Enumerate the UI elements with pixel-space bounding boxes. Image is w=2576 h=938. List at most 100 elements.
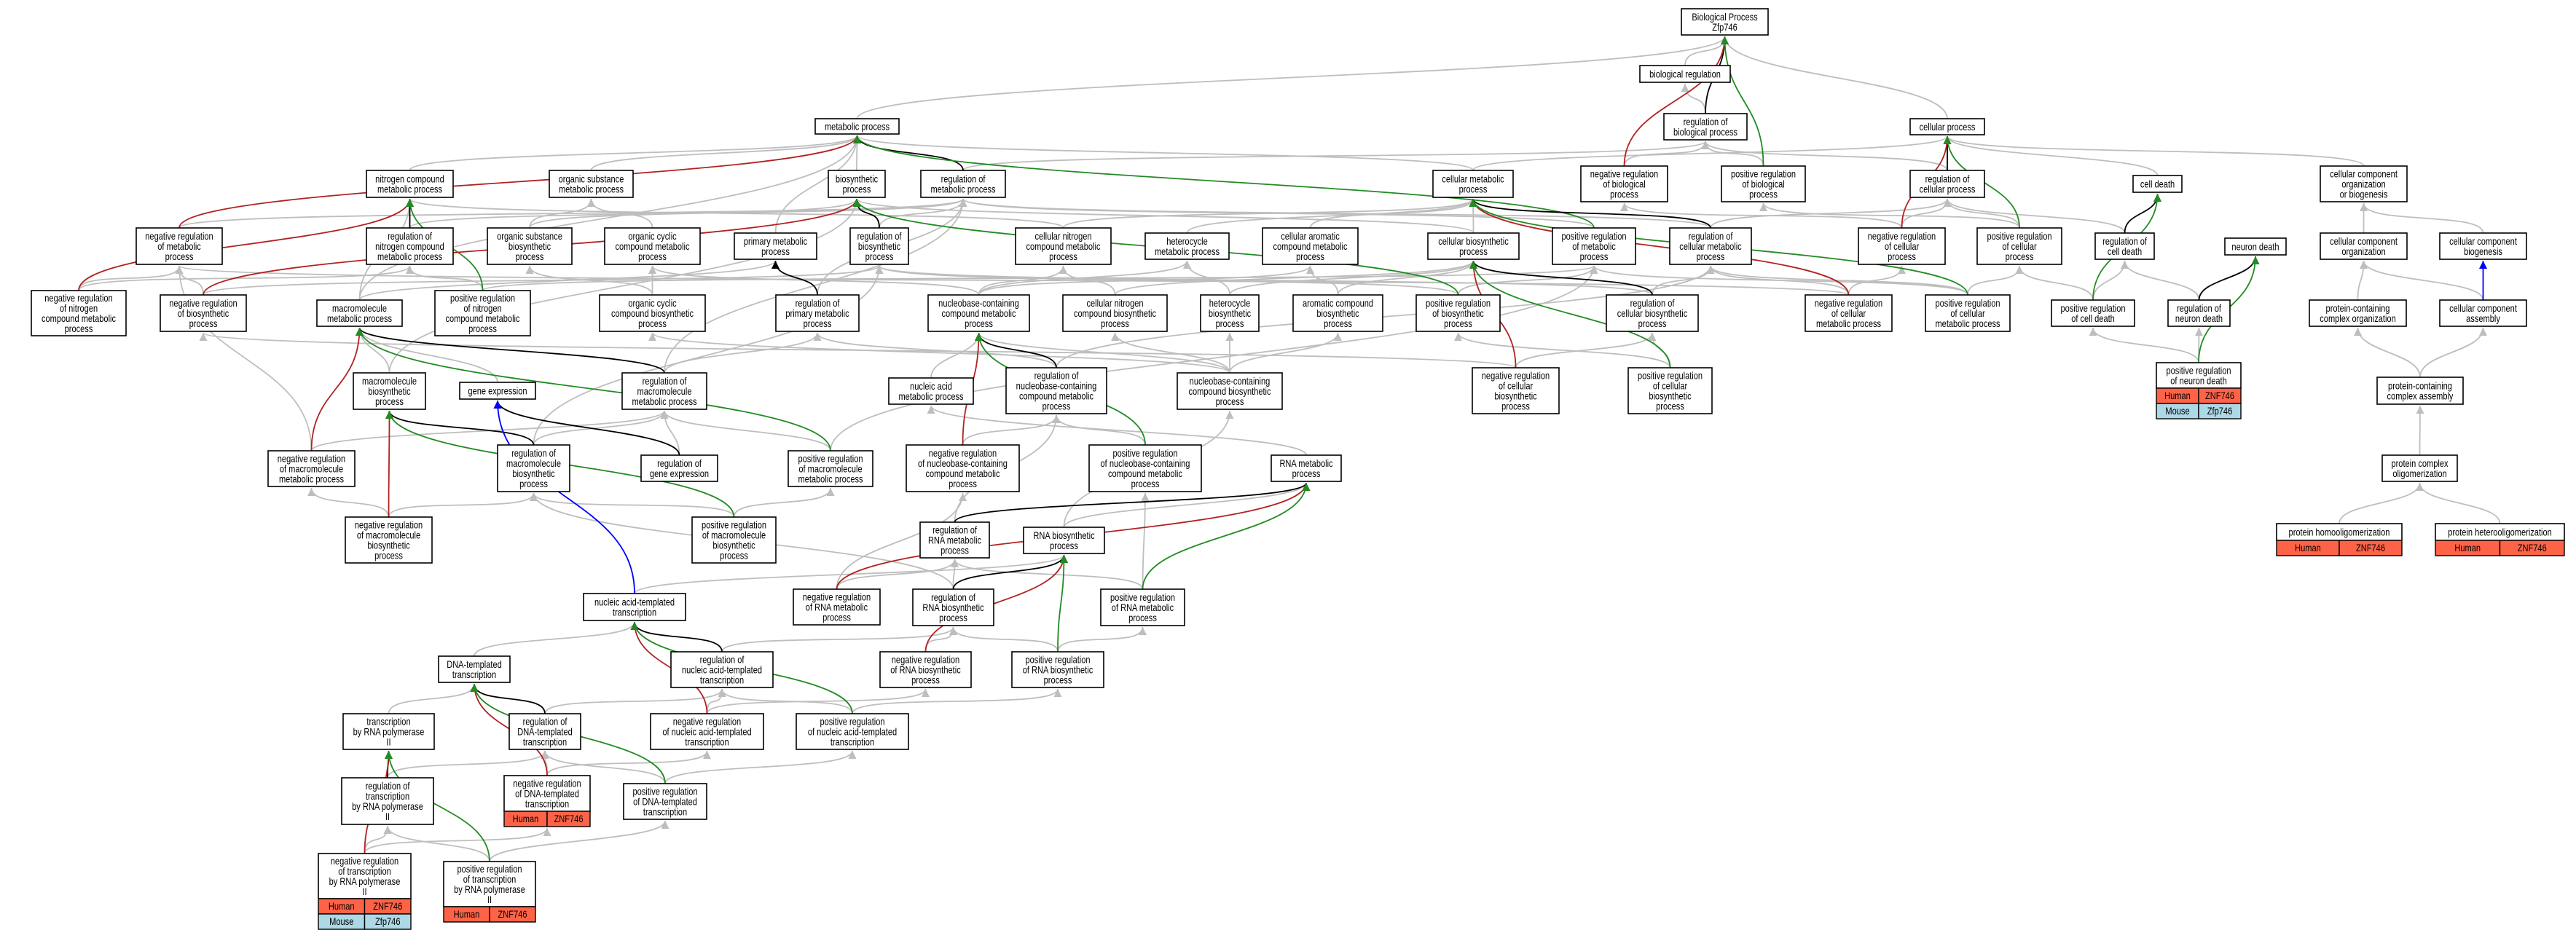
node-label-line: organic substance (497, 231, 562, 242)
go-term-node[interactable]: regulation ofnucleobase-containingcompou… (1005, 367, 1107, 414)
go-term-node[interactable]: metabolic process (814, 118, 900, 135)
node-label-line: Biological Process (1692, 12, 1757, 23)
go-term-node[interactable]: regulation ofmacromoleculebiosyntheticpr… (497, 444, 570, 492)
node-box (788, 450, 873, 487)
node-label-line: assembly (2466, 313, 2500, 324)
go-term-node[interactable]: gene expression (459, 382, 536, 400)
node-label-line: regulation of (511, 448, 556, 459)
node-label-line: biosynthetic (1649, 390, 1691, 401)
go-term-node[interactable]: cellular process (1909, 118, 1985, 135)
go-term-node[interactable]: cell death (2132, 175, 2183, 193)
go-term-node[interactable]: neuron death (2224, 237, 2287, 256)
go-term-node[interactable]: biological regulation (1639, 65, 1731, 83)
